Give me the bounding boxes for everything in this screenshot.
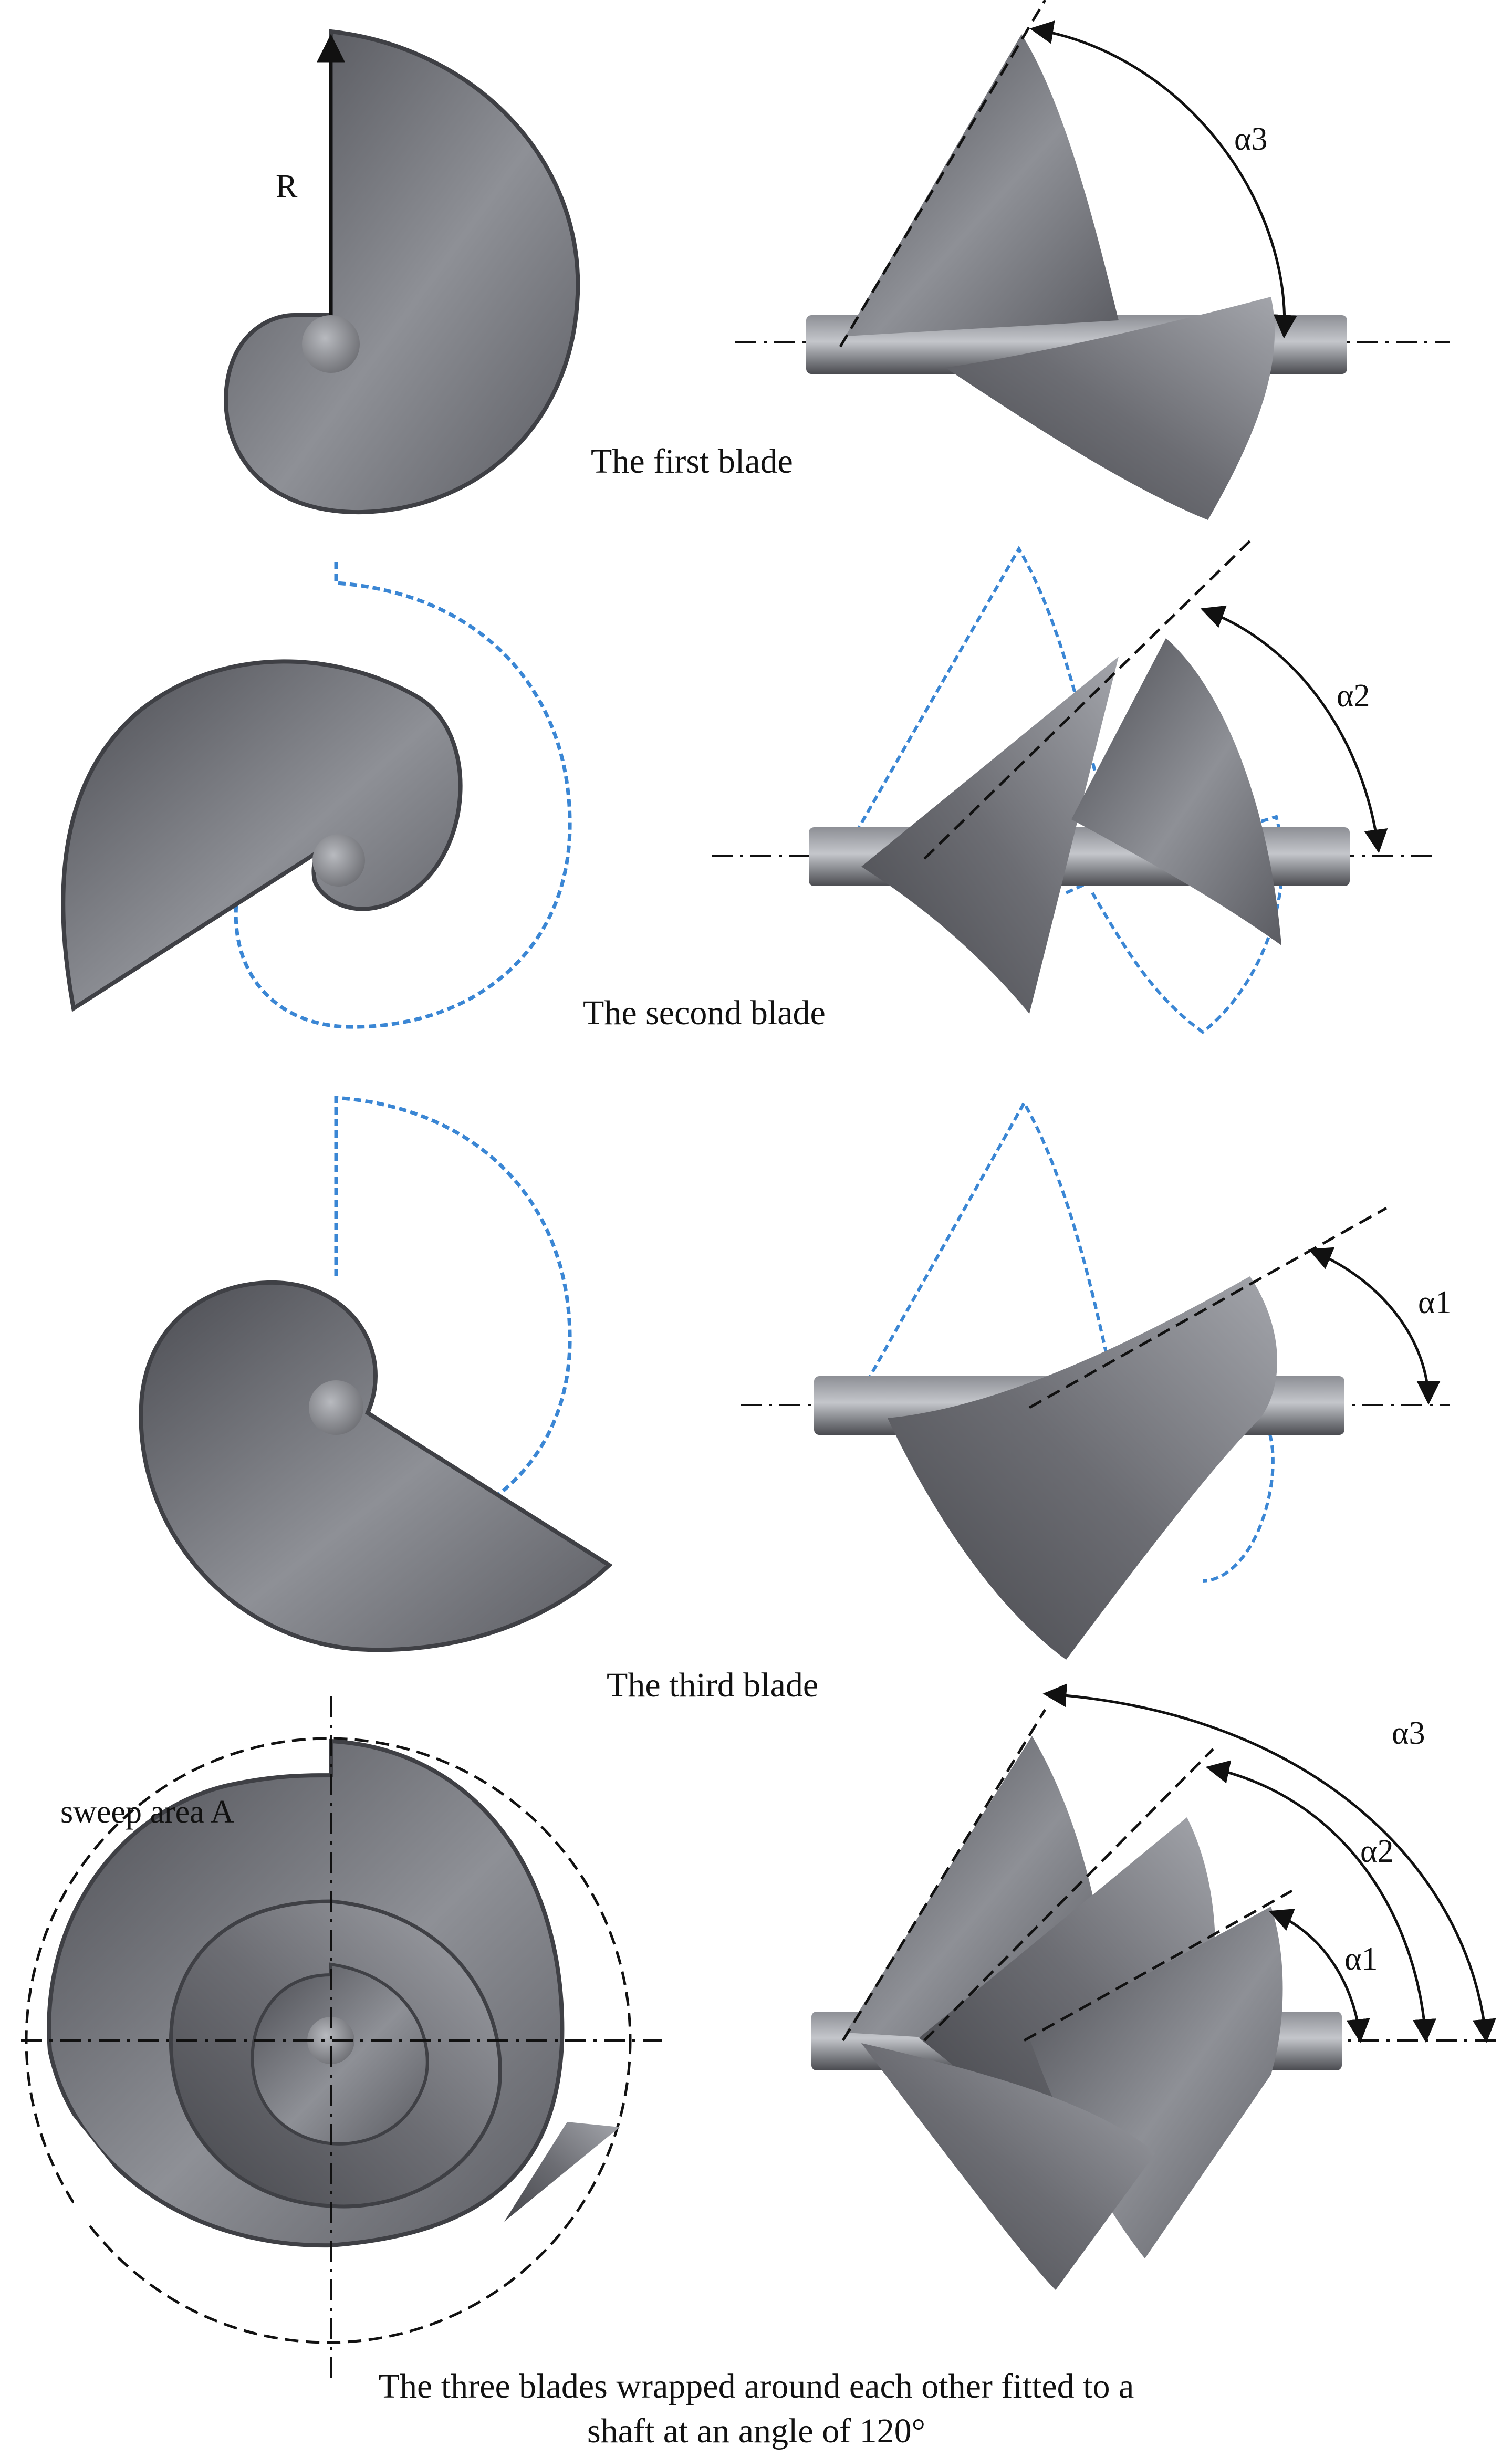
first-cone-lower (945, 297, 1275, 520)
panel-first-blade: R α3 The first blade (223, 0, 1450, 520)
first-blade-side-view: α3 (735, 0, 1450, 520)
radius-label: R (276, 169, 298, 204)
panel-second-blade: α2 The second blade (61, 540, 1434, 1034)
combined-cone-lower (861, 2043, 1155, 2290)
second-blade-side-view: α2 (712, 540, 1434, 1034)
combined-side-view: α3 α2 α1 (811, 1683, 1502, 2290)
first-blade-caption: The first blade (591, 442, 793, 481)
combined-blade-notch-left (53, 2090, 137, 2227)
third-cone (888, 1276, 1278, 1660)
combined-angle-label-3: α3 (1392, 1715, 1425, 1751)
third-blade-front-view (139, 1096, 613, 1652)
combined-edge-dashed-3 (841, 1709, 1047, 2042)
first-angle-label: α3 (1234, 121, 1267, 157)
first-blade-spiral (223, 29, 580, 515)
third-blade-caption: The third blade (607, 1666, 818, 1704)
second-angle-arc (1200, 605, 1388, 853)
second-blade-front-view (61, 562, 572, 1029)
combined-front-view: sweep area A (21, 1696, 662, 2385)
second-blade-spiral (61, 659, 463, 1012)
combined-caption-line2: shaft at an angle of 120° (587, 2412, 925, 2450)
first-angle-arc (1029, 20, 1297, 339)
third-angle-arc (1308, 1247, 1441, 1405)
third-angle-label: α1 (1418, 1285, 1451, 1320)
panel-combined-blades: sweep area A α3 α2 α1 The three blades w… (21, 1683, 1502, 2450)
combined-angle-arc-2 (1205, 1760, 1436, 2043)
third-blade-spiral (139, 1280, 613, 1652)
third-cone-edge-dashed (1028, 1206, 1388, 1409)
combined-angle-label-1: α1 (1344, 1941, 1378, 1977)
panel-third-blade: α1 The third blade (139, 1096, 1451, 1704)
combined-blade-notch-right (504, 2122, 620, 2222)
second-blade-hub (312, 834, 365, 887)
first-cone-edge-dashed (839, 0, 1047, 348)
third-blade-side-view: α1 (741, 1099, 1451, 1660)
second-blade-caption: The second blade (583, 994, 826, 1032)
second-cone-left (861, 657, 1119, 1014)
sweep-area-label: sweep area A (60, 1794, 234, 1830)
first-cone-upper (846, 34, 1119, 336)
second-cone-right (1071, 638, 1281, 945)
combined-angle-label-2: α2 (1360, 1834, 1393, 1869)
combined-angle-arc-1 (1268, 1909, 1370, 2043)
first-blade-front-view: R (223, 29, 580, 515)
first-blade-hub (302, 315, 360, 373)
combined-caption-line1: The three blades wrapped around each oth… (379, 2367, 1134, 2406)
second-angle-label: α2 (1337, 678, 1370, 714)
third-blade-hub (309, 1380, 363, 1435)
second-cone-edge-dashed (923, 540, 1251, 860)
combined-hub (307, 2017, 354, 2064)
